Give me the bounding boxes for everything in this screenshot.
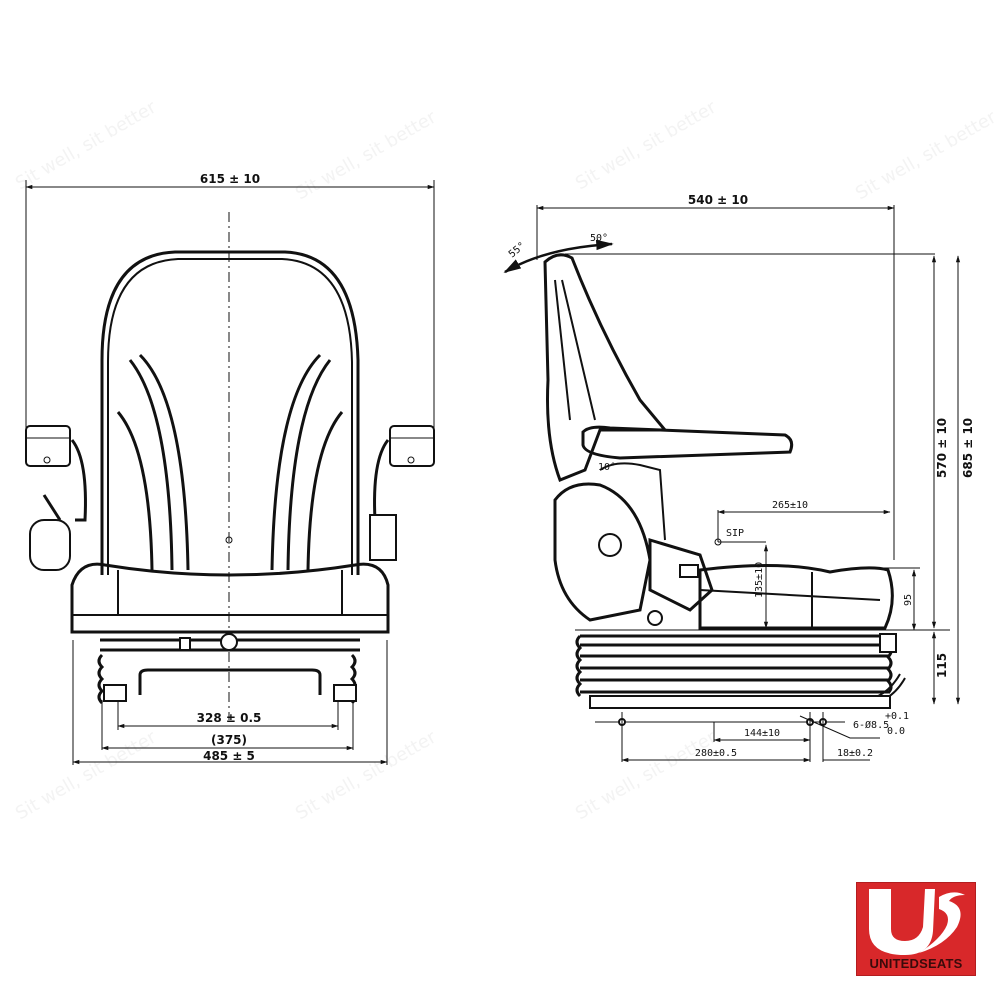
dim-hole-spacing-long: 280±0.5 bbox=[695, 748, 737, 759]
dim-sip-to-front: 265±10 bbox=[772, 500, 808, 511]
watermark: Sit well, sit better bbox=[572, 96, 720, 194]
sip-marker-front bbox=[225, 536, 233, 544]
front-view: 615 ± 10 bbox=[25, 172, 435, 765]
dim-height-above-base: 570 ± 10 bbox=[935, 418, 949, 478]
watermark: Sit well, sit better bbox=[292, 726, 440, 824]
angle-tilt-forward: 50° bbox=[590, 233, 608, 244]
watermark: Sit well, sit better bbox=[572, 726, 720, 824]
dim-hole-spacing-short: 144±10 bbox=[744, 728, 780, 739]
armrest-right bbox=[373, 425, 435, 522]
logo-brand-text: UNITEDSEATS bbox=[869, 956, 963, 971]
us-logo-icon bbox=[869, 889, 965, 955]
holes-tol-lower: 0.0 bbox=[887, 726, 905, 737]
dim-hole-spacing: 328 ± 0.5 bbox=[197, 711, 262, 725]
watermark: Sit well, sit better bbox=[12, 96, 160, 194]
seat-cushion bbox=[70, 562, 390, 634]
dim-overall-width: 615 ± 10 bbox=[200, 172, 260, 186]
side-view: 540 ± 10 55° 50° 10° SIP 265±10 135±10 bbox=[503, 193, 975, 763]
sip-label: SIP bbox=[726, 528, 744, 539]
suspension-bellows-front bbox=[97, 633, 360, 705]
seat-cushion-side bbox=[698, 563, 894, 630]
watermark-layer: Sit well, sit better Sit well, sit bette… bbox=[12, 96, 1000, 824]
armrest-left bbox=[25, 425, 87, 522]
recliner-mechanism bbox=[553, 482, 652, 622]
dim-base-width-ref: (375) bbox=[211, 733, 247, 747]
dim-base-overall-width: 485 ± 5 bbox=[203, 749, 255, 763]
adjustment-lever-right bbox=[369, 514, 397, 561]
watermark: Sit well, sit better bbox=[852, 106, 1000, 204]
angle-armrest: 10° bbox=[598, 462, 616, 473]
armrest-side bbox=[581, 425, 794, 460]
dim-sip-height: 135±10 bbox=[754, 562, 765, 598]
adjustment-knob-left bbox=[29, 494, 71, 571]
suspension-bellows-side bbox=[575, 633, 906, 709]
watermark: Sit well, sit better bbox=[292, 106, 440, 204]
dim-cushion-height: 95 bbox=[903, 594, 914, 606]
dim-hole-offset: 18±0.2 bbox=[837, 748, 873, 759]
dim-overall-depth: 540 ± 10 bbox=[688, 193, 748, 207]
angle-tilt-back: 55° bbox=[507, 240, 528, 260]
holes-tol-upper: +0.1 bbox=[885, 711, 909, 722]
dim-suspension-height: 115 bbox=[935, 653, 949, 678]
backrest-outline bbox=[100, 250, 360, 575]
watermark: Sit well, sit better bbox=[12, 726, 160, 824]
holes-spec: 6-Ø8.5 bbox=[853, 719, 889, 731]
backrest-groove-right bbox=[286, 359, 332, 571]
backrest-tilt-arrow bbox=[503, 239, 614, 274]
unitedseats-logo: UNITEDSEATS bbox=[856, 882, 976, 976]
backrest-groove-left bbox=[128, 359, 174, 571]
dim-overall-height: 685 ± 10 bbox=[961, 418, 975, 478]
backrest-side-outline bbox=[543, 253, 669, 482]
